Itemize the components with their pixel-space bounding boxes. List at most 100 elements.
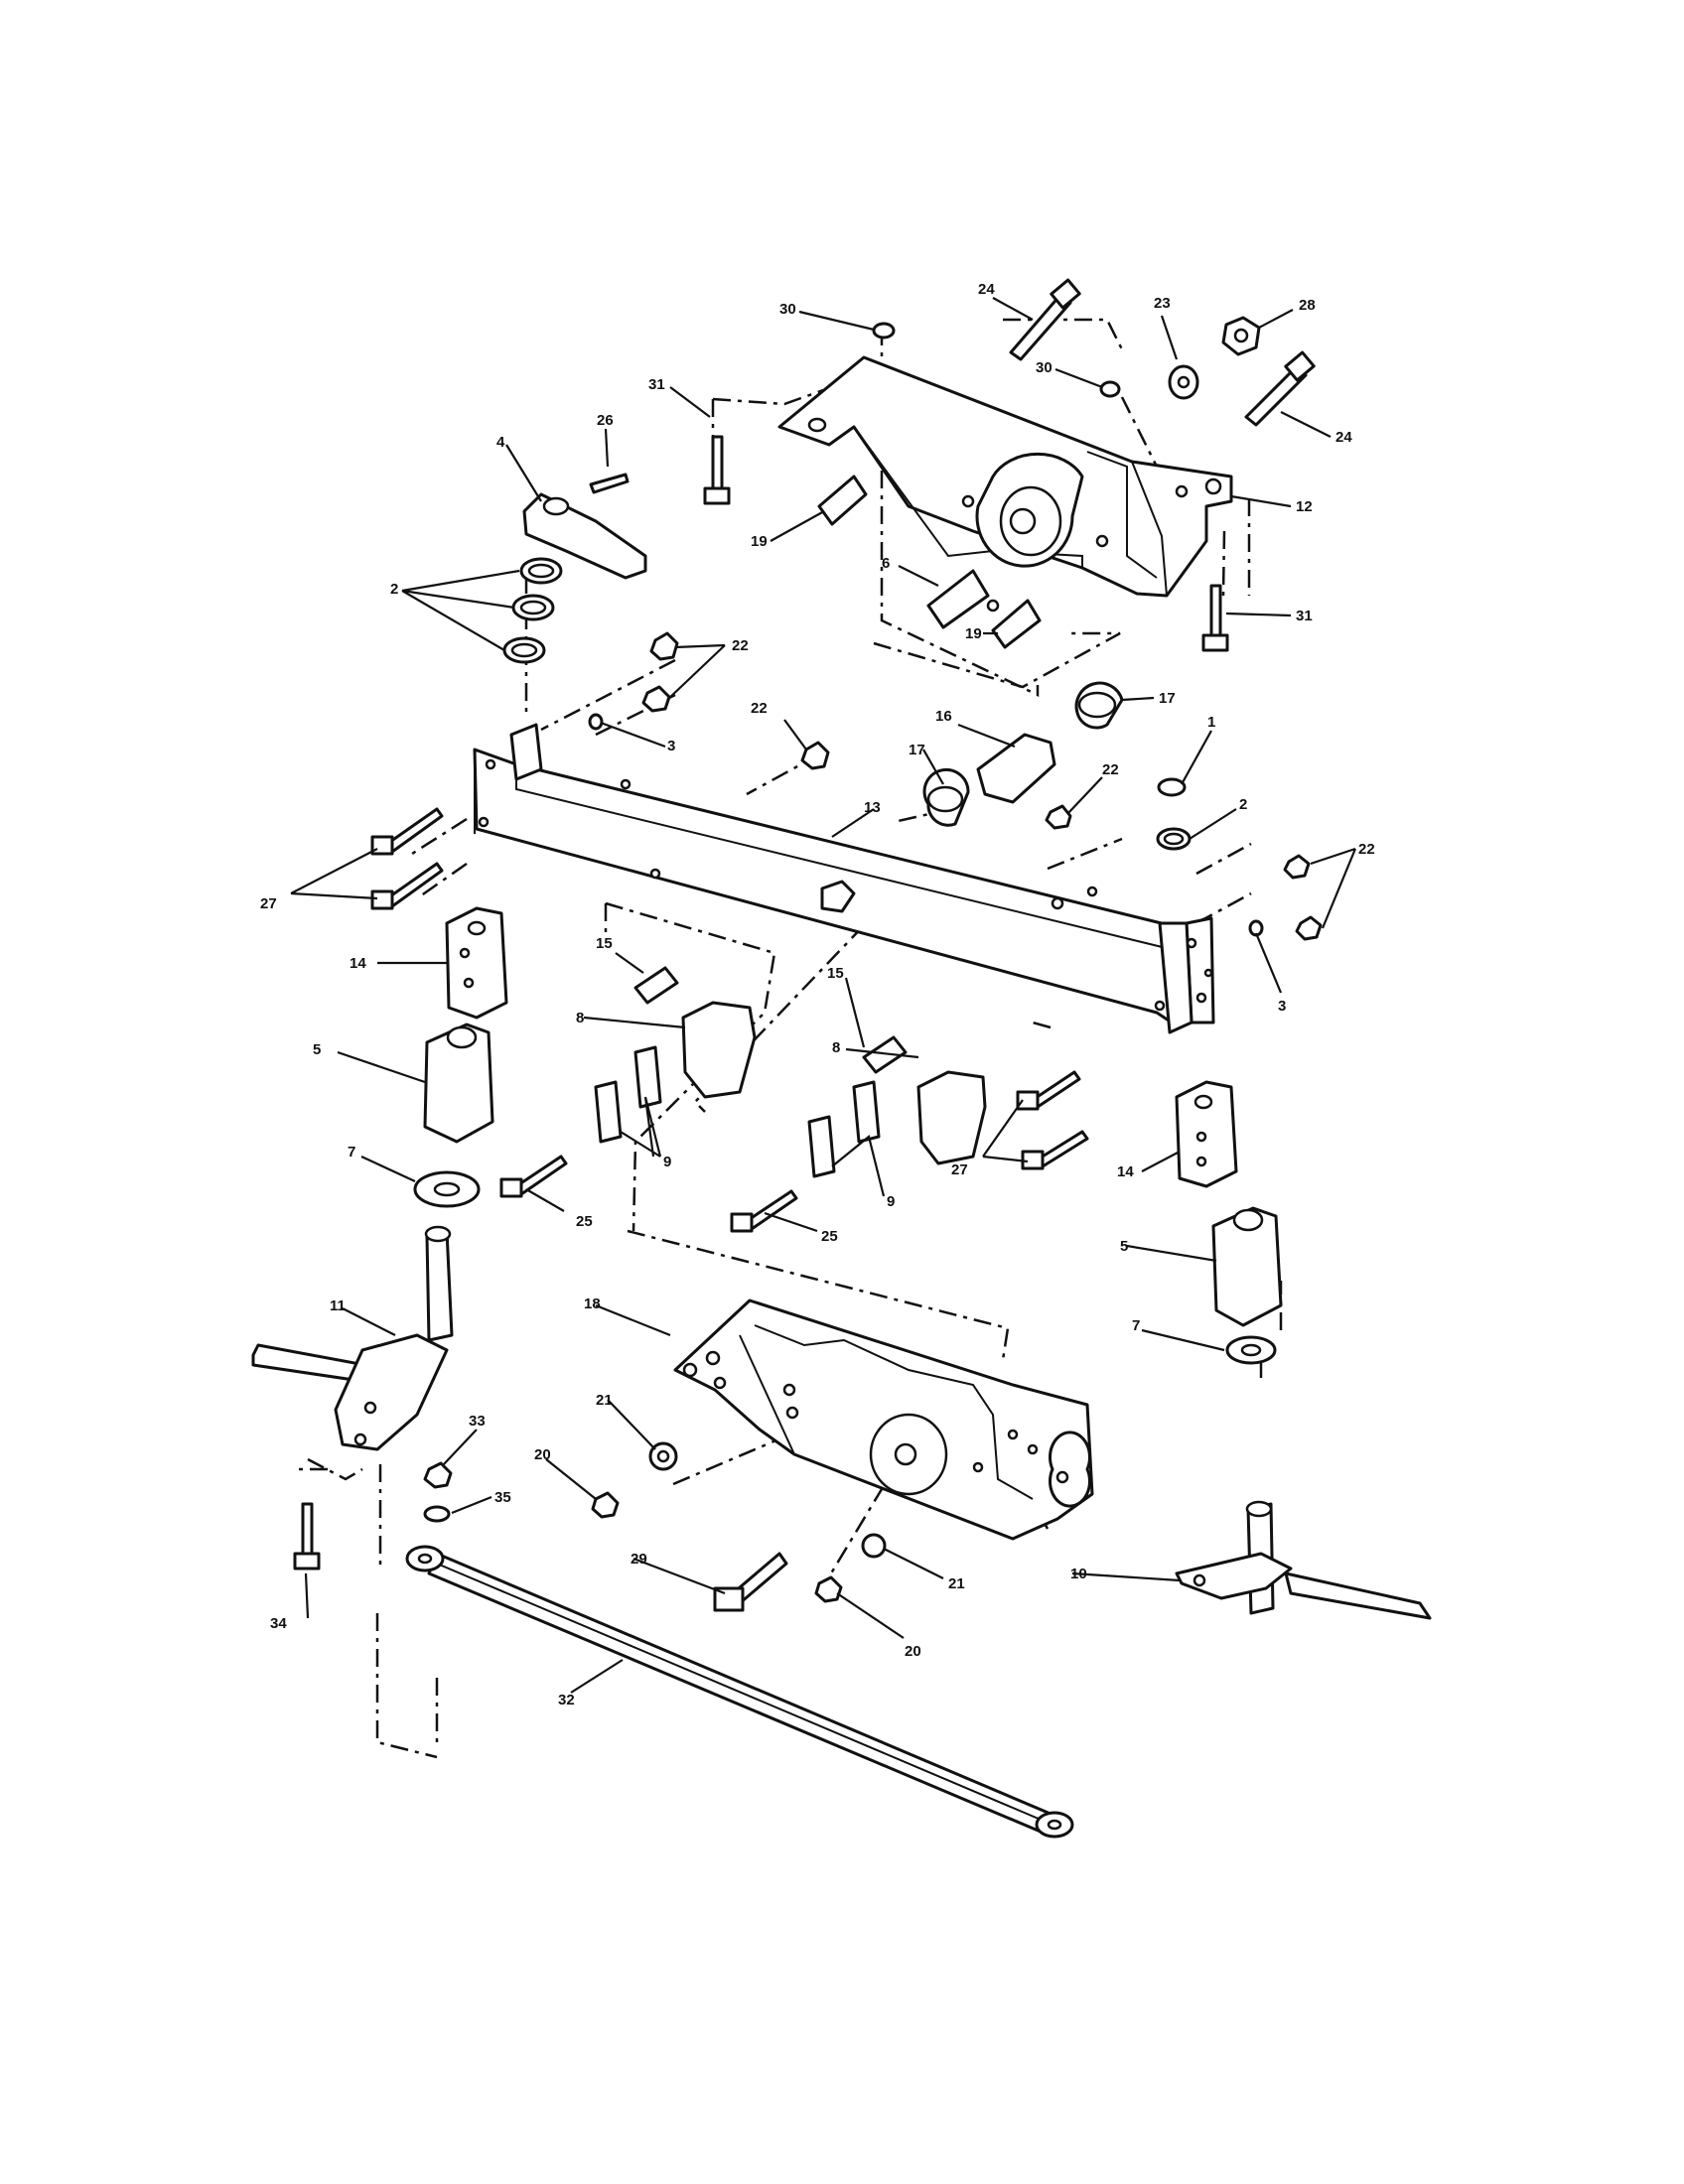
callout-23: 23 (1154, 295, 1171, 312)
bracket-14-left (445, 906, 508, 1020)
bolt-27a (370, 807, 444, 856)
nut-20a (591, 1491, 620, 1519)
stud-16 (976, 733, 1056, 804)
callout-24: 24 (1335, 429, 1352, 446)
washer-30-left (872, 322, 896, 340)
bolt-29 (713, 1552, 788, 1612)
nut-22e (1283, 854, 1311, 880)
callout-22: 22 (732, 637, 749, 654)
bracket-14-right (1175, 1080, 1238, 1188)
shim-9b (594, 1080, 623, 1144)
callout-17: 17 (1159, 690, 1176, 707)
bolt-27d (1021, 1130, 1089, 1170)
washer-21b (861, 1533, 887, 1559)
upper-frame-bracket (777, 355, 1233, 613)
callout-21: 21 (596, 1392, 613, 1409)
shim-9c (852, 1080, 881, 1144)
spindle-11 (251, 1225, 454, 1451)
callout-20: 20 (905, 1643, 921, 1660)
bushing-6 (926, 569, 990, 629)
callout-25: 25 (576, 1213, 593, 1230)
bushing-15b (862, 1035, 908, 1074)
plate-8b (916, 1070, 987, 1165)
callout-6: 6 (882, 555, 890, 572)
bolt-24-upper (1009, 278, 1081, 361)
callout-12: 12 (1296, 498, 1313, 515)
callout-20: 20 (534, 1446, 551, 1463)
housing-5-right (1211, 1206, 1283, 1327)
washer-35 (423, 1505, 451, 1523)
callout-22: 22 (1358, 841, 1375, 858)
callout-18: 18 (584, 1296, 601, 1312)
callout-28: 28 (1299, 297, 1316, 314)
callout-2: 2 (390, 581, 398, 598)
shim-9a (633, 1045, 662, 1109)
washer-30-right (1099, 380, 1121, 398)
callout-27: 27 (260, 895, 277, 912)
callout-30: 30 (779, 301, 796, 318)
callout-22: 22 (1102, 761, 1119, 778)
callout-35: 35 (494, 1489, 511, 1506)
callout-27: 27 (951, 1161, 968, 1178)
callout-14: 14 (1117, 1163, 1134, 1180)
bolt-25a (499, 1155, 568, 1198)
callout-3: 3 (667, 738, 675, 754)
callout-15: 15 (827, 965, 844, 982)
bolt-34 (293, 1502, 321, 1570)
pin-26 (589, 473, 630, 494)
washer-3b (1248, 919, 1264, 937)
callout-19: 19 (751, 533, 768, 550)
spindle-10 (1175, 1500, 1432, 1620)
lower-frame-bracket (673, 1298, 1094, 1541)
callout-8: 8 (576, 1010, 584, 1026)
callout-10: 10 (1070, 1566, 1087, 1582)
callout-7: 7 (1132, 1317, 1140, 1334)
callout-29: 29 (631, 1551, 647, 1568)
housing-5-left (423, 1023, 494, 1144)
callout-7: 7 (348, 1144, 355, 1160)
callout-9: 9 (887, 1193, 895, 1210)
callout-5: 5 (313, 1041, 321, 1058)
callout-8: 8 (832, 1039, 840, 1056)
bushing-19-upper (817, 475, 868, 526)
callout-9: 9 (663, 1154, 671, 1170)
plate-8a (681, 1001, 757, 1099)
bolt-31-right (1201, 584, 1229, 652)
cross-beam (473, 723, 1215, 1034)
callout-19: 19 (965, 625, 982, 642)
callout-3: 3 (1278, 998, 1286, 1015)
bushing-15a (633, 966, 679, 1005)
nut-20b (814, 1575, 843, 1603)
nut-22d (1045, 804, 1072, 830)
leader-lines (290, 297, 1357, 1694)
tie-rod-32 (405, 1545, 1074, 1839)
nut-22f (1295, 915, 1323, 941)
callout-30: 30 (1036, 359, 1052, 376)
nut-22c (800, 741, 830, 770)
nut-22a (649, 631, 679, 661)
bolt-25b (730, 1189, 798, 1233)
bolt-31-left (703, 435, 731, 505)
bolt-24-right (1244, 350, 1316, 427)
callout-31: 31 (648, 376, 665, 393)
callout-13: 13 (864, 799, 881, 816)
callout-17: 17 (909, 742, 925, 758)
callout-11: 11 (330, 1297, 346, 1314)
callout-22: 22 (751, 700, 768, 717)
shim-9d (807, 1115, 836, 1178)
callout-32: 32 (558, 1692, 575, 1708)
callout-31: 31 (1296, 608, 1313, 624)
callout-21: 21 (948, 1575, 965, 1592)
nut-33 (423, 1461, 453, 1489)
callout-14: 14 (350, 955, 366, 972)
callout-15: 15 (596, 935, 613, 952)
callout-25: 25 (821, 1228, 838, 1245)
callout-24: 24 (978, 281, 995, 298)
callout-4: 4 (496, 434, 505, 451)
ring-1 (1157, 777, 1187, 797)
bushing-19-lower (991, 599, 1042, 649)
bolt-27c (1016, 1070, 1081, 1111)
nut-22b (641, 685, 671, 713)
